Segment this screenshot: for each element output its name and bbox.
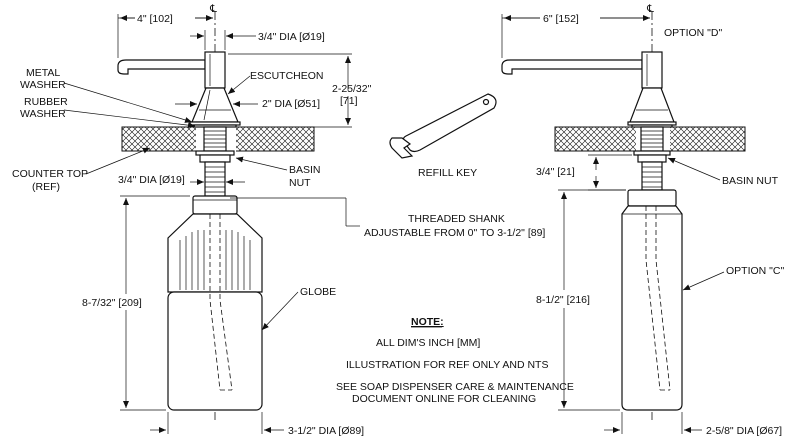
dim-spout-reach-right: 6" [152] (543, 13, 579, 25)
right-dispenser-view: ℄ (501, 3, 746, 420)
refill-key-drawing (389, 93, 497, 159)
dim-spout-reach-left: 4" [102] (137, 13, 173, 25)
dim-bottle-height-left: 8-7/32" [209] (82, 297, 142, 309)
label-counter-top-2: (REF) (32, 181, 60, 193)
label-option-c: OPTION "C" (726, 265, 784, 277)
note-line1: ALL DIM'S INCH [MM] (376, 337, 480, 349)
dim-nut-gap: 3/4" [21] (536, 166, 575, 178)
label-basin-nut-1: BASIN (289, 164, 321, 176)
right-dimensions: 6" [152] OPTION "D" 3/4" [21] BASIN NUT … (501, 11, 784, 437)
left-labels: METAL WASHER RUBBER WASHER ESCUTCHEON CO… (12, 67, 336, 331)
label-counter-top-1: COUNTER TOP (12, 168, 88, 180)
dim-escutcheon-dia: 2" DIA [Ø51] (262, 98, 320, 110)
centerline-symbol-left: ℄ (209, 3, 217, 15)
label-basin-nut-2: NUT (289, 177, 311, 189)
refill-key-label: REFILL KEY (418, 167, 477, 179)
left-dispenser-view: ℄ (117, 3, 315, 420)
dim-globe-dia: 3-1/2" DIA [Ø89] (288, 425, 364, 437)
note-block: NOTE: ALL DIM'S INCH [MM] ILLUSTRATION F… (336, 316, 574, 405)
dim-escutcheon-height-2: [71] (340, 95, 358, 107)
left-dimensions: 4" [102] 3/4" DIA [Ø19] 2" DIA [Ø51] 2-2… (82, 11, 372, 437)
dim-shank-dia: 3/4" DIA [Ø19] (118, 174, 185, 186)
label-option-d: OPTION "D" (664, 27, 722, 39)
label-rubber-washer-1: RUBBER (24, 96, 68, 108)
dim-escutcheon-height-1: 2-25/32" (332, 83, 372, 95)
threaded-shank-line2: ADJUSTABLE FROM 0" TO 3-1/2" [89] (364, 227, 545, 239)
note-line2: ILLUSTRATION FOR REF ONLY AND NTS (346, 359, 548, 371)
note-line4: DOCUMENT ONLINE FOR CLEANING (352, 393, 536, 405)
threaded-shank-line1: THREADED SHANK (408, 213, 505, 225)
label-rubber-washer-2: WASHER (20, 108, 66, 120)
dim-head-dia: 3/4" DIA [Ø19] (258, 31, 325, 43)
centerline-symbol-right: ℄ (646, 3, 654, 15)
dim-bottle-dia: 2-5/8" DIA [Ø67] (706, 425, 782, 437)
dim-bottle-height-right: 8-1/2" [216] (536, 294, 590, 306)
label-escutcheon: ESCUTCHEON (250, 70, 324, 82)
note-title: NOTE: (411, 316, 444, 328)
note-line3: SEE SOAP DISPENSER CARE & MAINTENANCE (336, 381, 574, 393)
label-basin-nut-right: BASIN NUT (722, 175, 779, 187)
label-globe: GLOBE (300, 286, 336, 298)
label-metal-washer-1: METAL (26, 67, 60, 79)
label-metal-washer-2: WASHER (20, 79, 66, 91)
